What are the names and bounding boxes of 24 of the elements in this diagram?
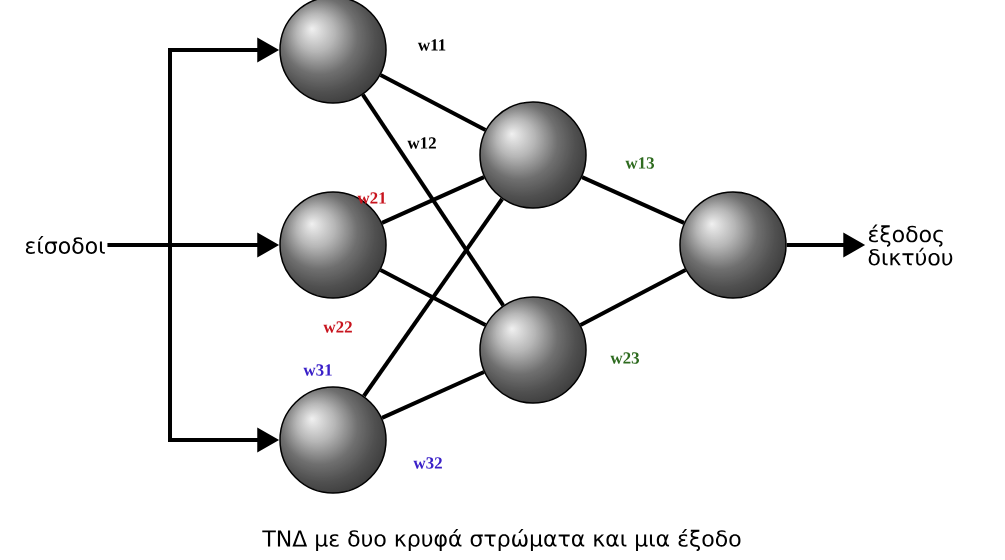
weight-label: w11 [417,39,446,51]
node-label: έξοδος δικτύου [868,224,953,266]
neuron-sphere [479,101,587,209]
node-label: είσοδοι [25,236,105,254]
neuron-sphere [279,191,387,299]
weight-label: w13 [625,157,655,169]
connection-line [362,197,504,398]
weight-label: w32 [413,457,442,469]
connection-line [379,268,487,327]
connection-line [361,93,505,307]
neuron-sphere [479,296,587,404]
neuron-sphere [679,191,787,299]
connection-line [579,268,687,327]
weight-label: w23 [610,352,640,364]
connection-line [379,73,487,132]
weight-label: w31 [303,364,332,376]
weight-label: w12 [407,137,436,149]
neuron-sphere [279,386,387,494]
weight-label: w21 [357,192,386,204]
connection-line [381,370,485,420]
connection-line [581,175,685,225]
weight-label: w22 [323,321,352,333]
caption: ΤΝΔ με δυο κρυφά στρώματα και μια έξοδο [262,528,741,552]
connection-line [381,175,485,225]
